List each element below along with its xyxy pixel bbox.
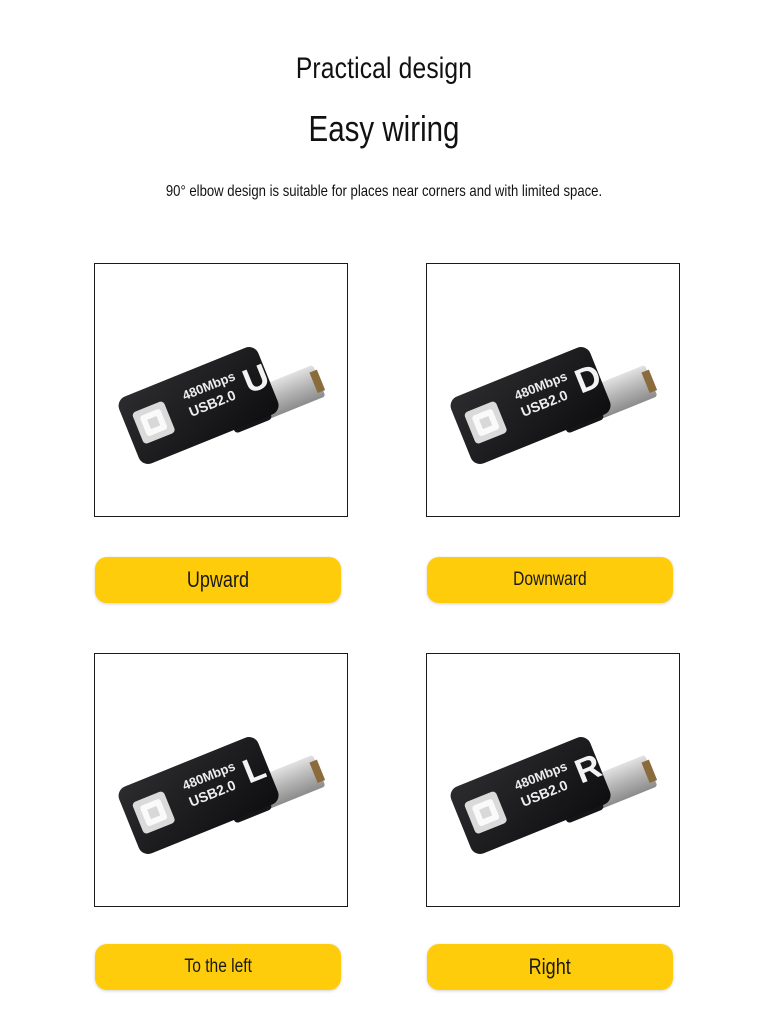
product-card-right: R 480Mbps USB2.0 R — [426, 653, 680, 907]
adapter-image-downward: D 480Mbps USB2.0 D — [450, 347, 658, 464]
product-card-upward: U 480Mbps USB2.0 U — [94, 263, 348, 517]
adapter-image-upward: U 480Mbps USB2.0 U — [118, 347, 326, 464]
direction-label: To the left — [184, 956, 252, 977]
direction-pill-upward: Upward — [95, 557, 341, 603]
direction-label: Upward — [186, 567, 250, 592]
direction-label: Downward — [513, 569, 587, 590]
heading-practical-design: Practical design — [295, 52, 473, 85]
product-card-downward: D 480Mbps USB2.0 D — [426, 263, 680, 517]
product-card-left: L 480Mbps USB2.0 L — [94, 653, 348, 907]
description-text: 90° elbow design is suitable for places … — [165, 183, 603, 200]
direction-pill-downward: Downward — [427, 557, 673, 603]
direction-label: Right — [528, 954, 572, 979]
direction-pill-right: Right — [427, 944, 673, 990]
adapter-image-left: L 480Mbps USB2.0 L — [118, 737, 326, 854]
direction-pill-left: To the left — [95, 944, 341, 990]
adapter-image-right: R 480Mbps USB2.0 R — [450, 737, 658, 854]
heading-easy-wiring: Easy wiring — [308, 108, 460, 149]
